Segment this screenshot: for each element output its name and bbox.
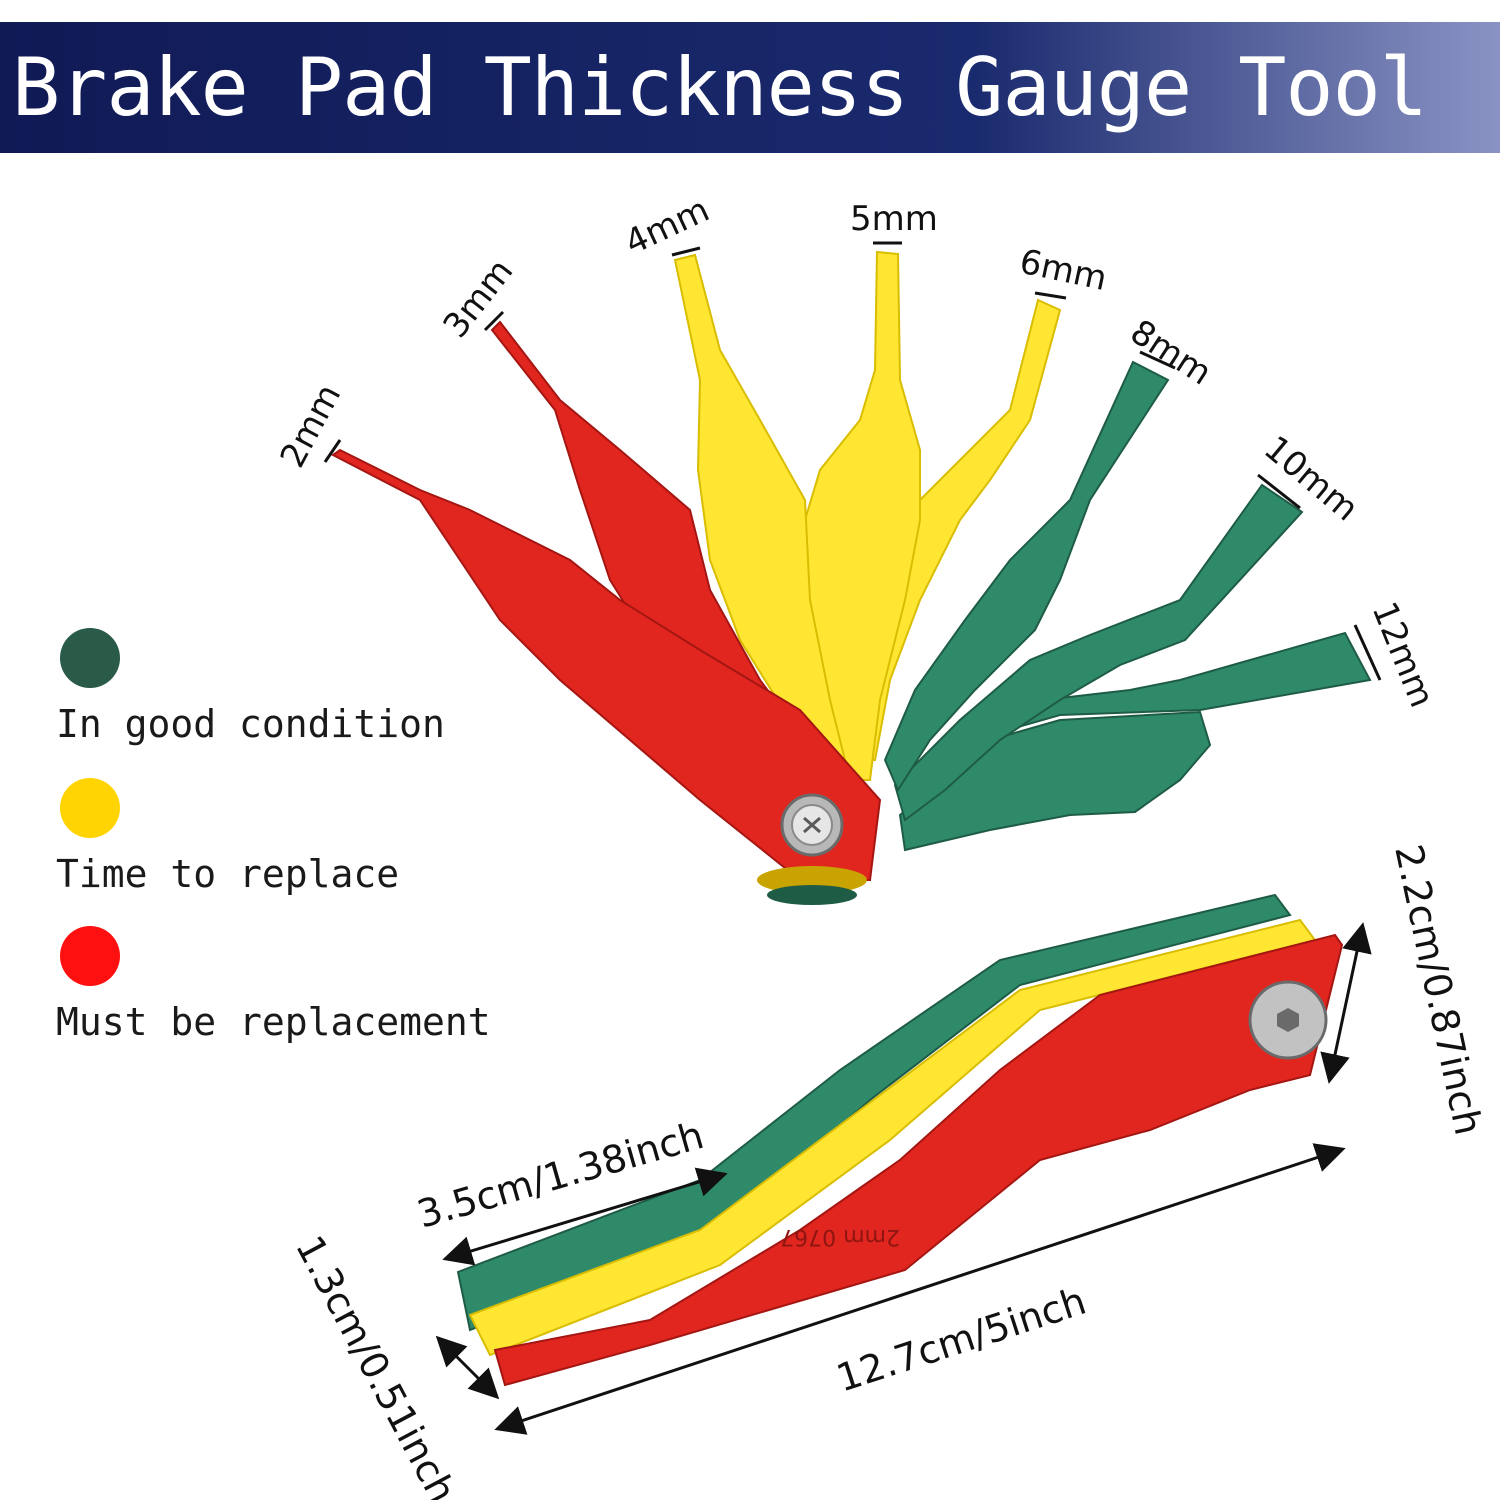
yellow-dot-icon — [60, 778, 120, 838]
red-dot-icon — [60, 926, 120, 986]
page-title: Brake Pad Thickness Gauge Tool — [12, 41, 1428, 134]
stack-screw-icon — [1248, 980, 1328, 1060]
length-dimension-label: 12.7cm/5inch — [831, 1279, 1091, 1401]
gauge-blade-8mm — [883, 360, 1170, 793]
thickness-dimension-label: 1.3cm/0.51inch — [287, 1229, 465, 1500]
gauge-blade-10mm — [893, 483, 1304, 822]
gauge-blade-6mm — [858, 298, 1062, 761]
legend-label-good: In good condition — [56, 702, 445, 746]
height-arrow — [1320, 922, 1372, 1084]
length-arrow — [494, 1143, 1346, 1435]
legend-label-replace-soon: Time to replace — [56, 852, 400, 896]
stack-stamp: 2mm 0767 — [780, 1224, 900, 1249]
thickness-arrow — [435, 1335, 500, 1400]
pivot-screw-icon — [757, 793, 867, 905]
label-5mm: 5mm — [850, 199, 938, 239]
title-banner: Brake Pad Thickness Gauge Tool — [0, 22, 1500, 153]
gauge-blade-2mm — [331, 448, 882, 881]
green-dot-icon — [60, 628, 120, 688]
legend-label-must-replace: Must be replacement — [56, 1000, 491, 1044]
tip-marks — [323, 241, 1382, 681]
height-dimension-label: 2.2cm/0.87inch — [1386, 841, 1490, 1139]
